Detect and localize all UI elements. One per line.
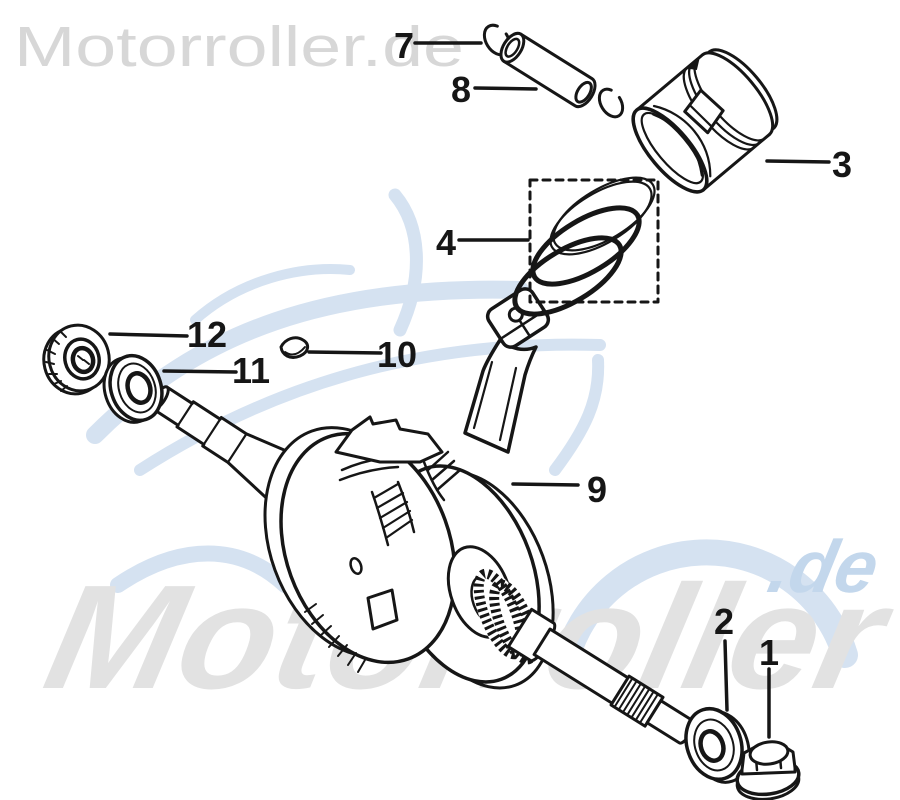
circlip-lower-drawing (597, 87, 625, 119)
callout-12: 12 (108, 314, 227, 355)
crank-web (334, 415, 462, 502)
callout-9-label: 9 (587, 469, 607, 510)
watermark-text-top: Motorroller.de (14, 15, 464, 79)
crankshaft-right-shaft (506, 607, 696, 745)
washer-right-drawing (684, 707, 751, 784)
callout-10: 10 (307, 334, 417, 375)
woodruff-key-drawing (279, 336, 309, 359)
flange-nut-right-drawing (735, 740, 801, 800)
callout-8: 8 (451, 69, 538, 110)
callout-10-label: 10 (377, 334, 417, 375)
callout-3: 3 (765, 144, 852, 185)
callout-7: 7 (394, 25, 483, 66)
watermark-de-label: .de (762, 525, 887, 608)
crankshaft-assembly-drawing (150, 287, 696, 745)
watermark-text-de: .de (762, 525, 887, 608)
callout-4-label: 4 (436, 222, 456, 263)
piston-pin-drawing (499, 31, 597, 109)
callouts: 7 8 3 4 12 11 10 9 (108, 25, 852, 739)
callout-11-label: 11 (232, 350, 270, 391)
piston-drawing (631, 48, 779, 194)
callout-4: 4 (436, 222, 530, 263)
watermark-top-label: Motorroller.de (14, 15, 464, 79)
callout-3-label: 3 (832, 144, 852, 185)
callout-7-label: 7 (394, 25, 414, 66)
callout-9: 9 (511, 469, 607, 510)
callout-2: 2 (714, 601, 734, 712)
callout-8-label: 8 (451, 69, 471, 110)
ring-set-dashed-box (528, 178, 660, 304)
callout-2-label: 2 (714, 601, 734, 642)
flange-nut-left-drawing (42, 323, 111, 396)
callout-1-label: 1 (759, 632, 779, 673)
callout-12-label: 12 (187, 314, 227, 355)
piston-ring-set-drawing (512, 176, 660, 317)
washer-left-drawing (102, 353, 164, 424)
flywheel-left (263, 426, 457, 673)
callout-1: 1 (759, 632, 779, 739)
connecting-rod (463, 287, 551, 454)
callout-11: 11 (162, 350, 270, 391)
